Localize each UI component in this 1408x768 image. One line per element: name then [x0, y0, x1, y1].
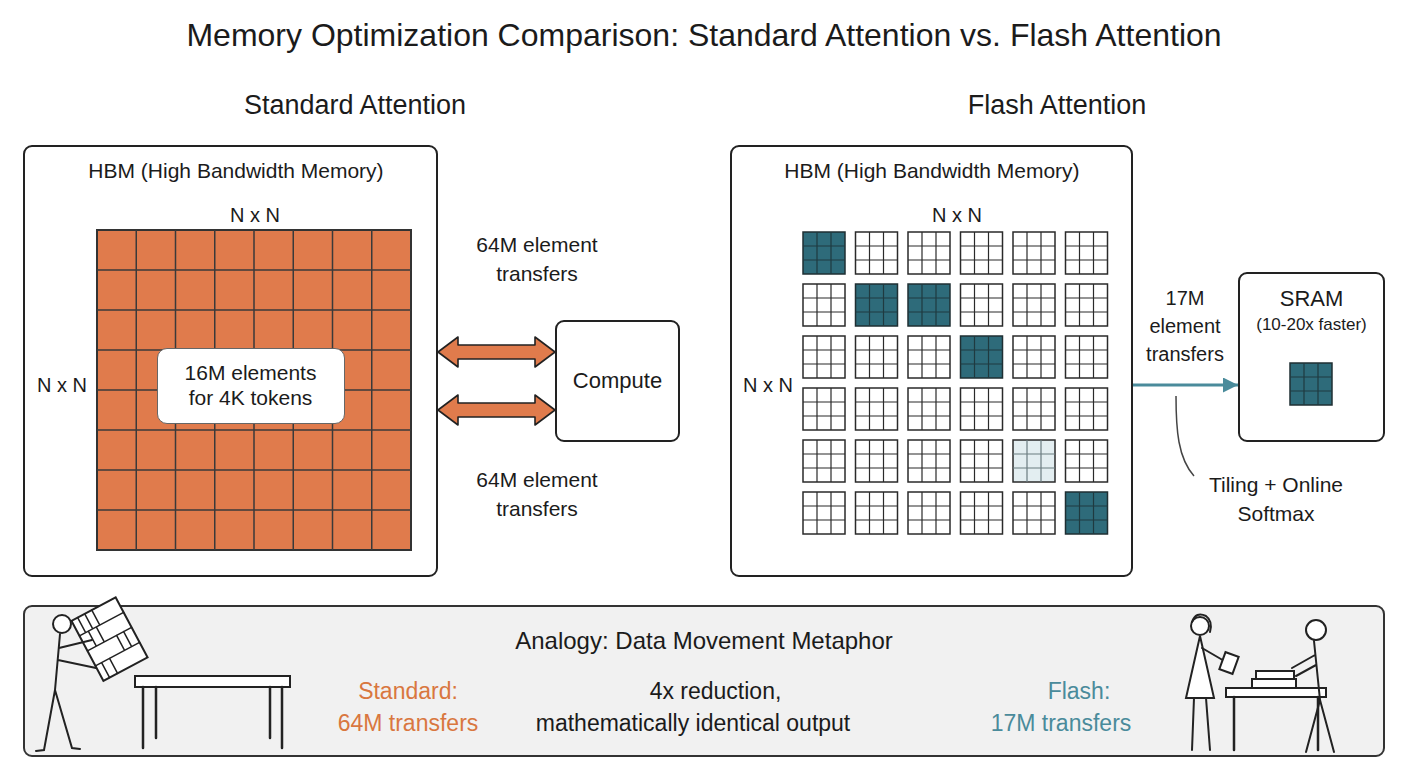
leader-line: [1176, 396, 1194, 476]
memory-tile: [1066, 232, 1108, 274]
transfer-arrow: [438, 395, 555, 425]
loaded-tile: [1066, 492, 1108, 534]
person-body: [1292, 641, 1334, 752]
person-head: [1191, 617, 1209, 635]
memory-tile: [803, 492, 845, 534]
memory-tile: [1013, 388, 1055, 430]
person-head: [53, 615, 71, 633]
memory-tile: [908, 232, 950, 274]
callout-note: Tiling + Online Softmax: [1189, 470, 1364, 529]
element-count-box: 16M elements for 4K tokens: [157, 348, 345, 424]
memory-tile: [803, 336, 845, 378]
memory-tile: [961, 440, 1003, 482]
memory-tile: [908, 388, 950, 430]
person-hair: [1192, 614, 1211, 632]
dimension-label: N x N: [897, 203, 1017, 227]
book: [1256, 671, 1294, 679]
dimension-label: N x N: [728, 373, 808, 397]
bookshelf-frame: [71, 597, 147, 681]
memory-tile: [908, 336, 950, 378]
memory-tile: [856, 336, 898, 378]
loaded-tile: [908, 284, 950, 326]
memory-tile: [803, 388, 845, 430]
loaded-tile: [856, 284, 898, 326]
person-body: [36, 634, 96, 751]
memory-tile: [961, 388, 1003, 430]
matrix-grid: [97, 230, 411, 550]
sram-box: SRAM (10-20x faster): [1238, 272, 1385, 442]
memory-tile: [856, 232, 898, 274]
person-limbs: [1192, 648, 1226, 750]
table-legs: [143, 687, 282, 748]
memory-tile: [803, 284, 845, 326]
loaded-tile: [961, 336, 1003, 378]
memory-box: HBM (High Bandwidth Memory) N x N N x N: [730, 145, 1133, 577]
speed-note: (10-20x faster): [1242, 315, 1382, 335]
edge-label: 64M element transfers: [462, 466, 612, 524]
band-heading: Analogy: Data Movement Metaphor: [354, 627, 1054, 656]
faint-tile: [1013, 440, 1055, 482]
table-legs: [1234, 697, 1318, 750]
tiled-matrix: [803, 232, 1108, 534]
book: [1219, 652, 1238, 674]
memory-tile: [1066, 388, 1108, 430]
bookshelf-books: [71, 597, 147, 681]
memory-tile: [908, 492, 950, 534]
people-at-table: [1186, 614, 1334, 752]
dimension-label: N x N: [22, 373, 102, 397]
reduction-note: 4x reduction, mathematically identical o…: [533, 675, 853, 739]
memory-tile: [1013, 284, 1055, 326]
transfer-arrow: [438, 337, 555, 367]
memory-box: 16M elements for 4K tokens HBM (High Band…: [23, 145, 438, 577]
element-count: 16M elements for 4K tokens: [178, 360, 323, 410]
box-heading: SRAM: [1242, 286, 1382, 312]
book: [1252, 679, 1296, 688]
memory-tile: [961, 232, 1003, 274]
edge-label: 64M element transfers: [462, 231, 612, 289]
edge-label: 17M element transfers: [1135, 284, 1235, 368]
table-top: [135, 676, 290, 687]
section-heading: Standard Attention: [105, 89, 605, 121]
attention-matrix: [97, 230, 411, 550]
loaded-tile: [803, 232, 845, 274]
bookshelf: [71, 597, 147, 681]
box-heading: HBM (High Bandwidth Memory): [36, 158, 436, 183]
section-heading: Flash Attention: [807, 89, 1307, 121]
memory-tile: [803, 440, 845, 482]
memory-tile: [856, 440, 898, 482]
diagram-title: Memory Optimization Comparison: Standard…: [14, 16, 1394, 54]
memory-tile: [1013, 336, 1055, 378]
memory-tile: [1066, 336, 1108, 378]
person-head: [1306, 620, 1326, 640]
analogy-band: Analogy: Data Movement MetaphorStandard:…: [23, 605, 1385, 757]
load-arrow: [1133, 384, 1238, 387]
compute-label: Compute: [559, 368, 677, 394]
compute-box: Compute: [555, 320, 680, 442]
memory-tile: [1066, 440, 1108, 482]
memory-tile: [1066, 284, 1108, 326]
sram-tile: [1290, 363, 1332, 405]
memory-tile: [1013, 492, 1055, 534]
memory-tile: [856, 492, 898, 534]
memory-tile: [856, 388, 898, 430]
memory-tile: [908, 440, 950, 482]
box-heading: HBM (High Bandwidth Memory): [734, 158, 1130, 183]
connector-group: [438, 337, 1238, 425]
person-dress: [1186, 636, 1214, 698]
person-carrying-shelf: [36, 597, 290, 751]
flash-count: Flash: 17M transfers: [988, 675, 1134, 739]
table-top: [1226, 688, 1326, 697]
matrix-fill: [97, 230, 411, 550]
standard-count: Standard: 64M transfers: [335, 675, 481, 739]
memory-tile: [1013, 232, 1055, 274]
memory-tile: [961, 492, 1003, 534]
memory-tile: [961, 284, 1003, 326]
dimension-label: N x N: [195, 203, 315, 227]
